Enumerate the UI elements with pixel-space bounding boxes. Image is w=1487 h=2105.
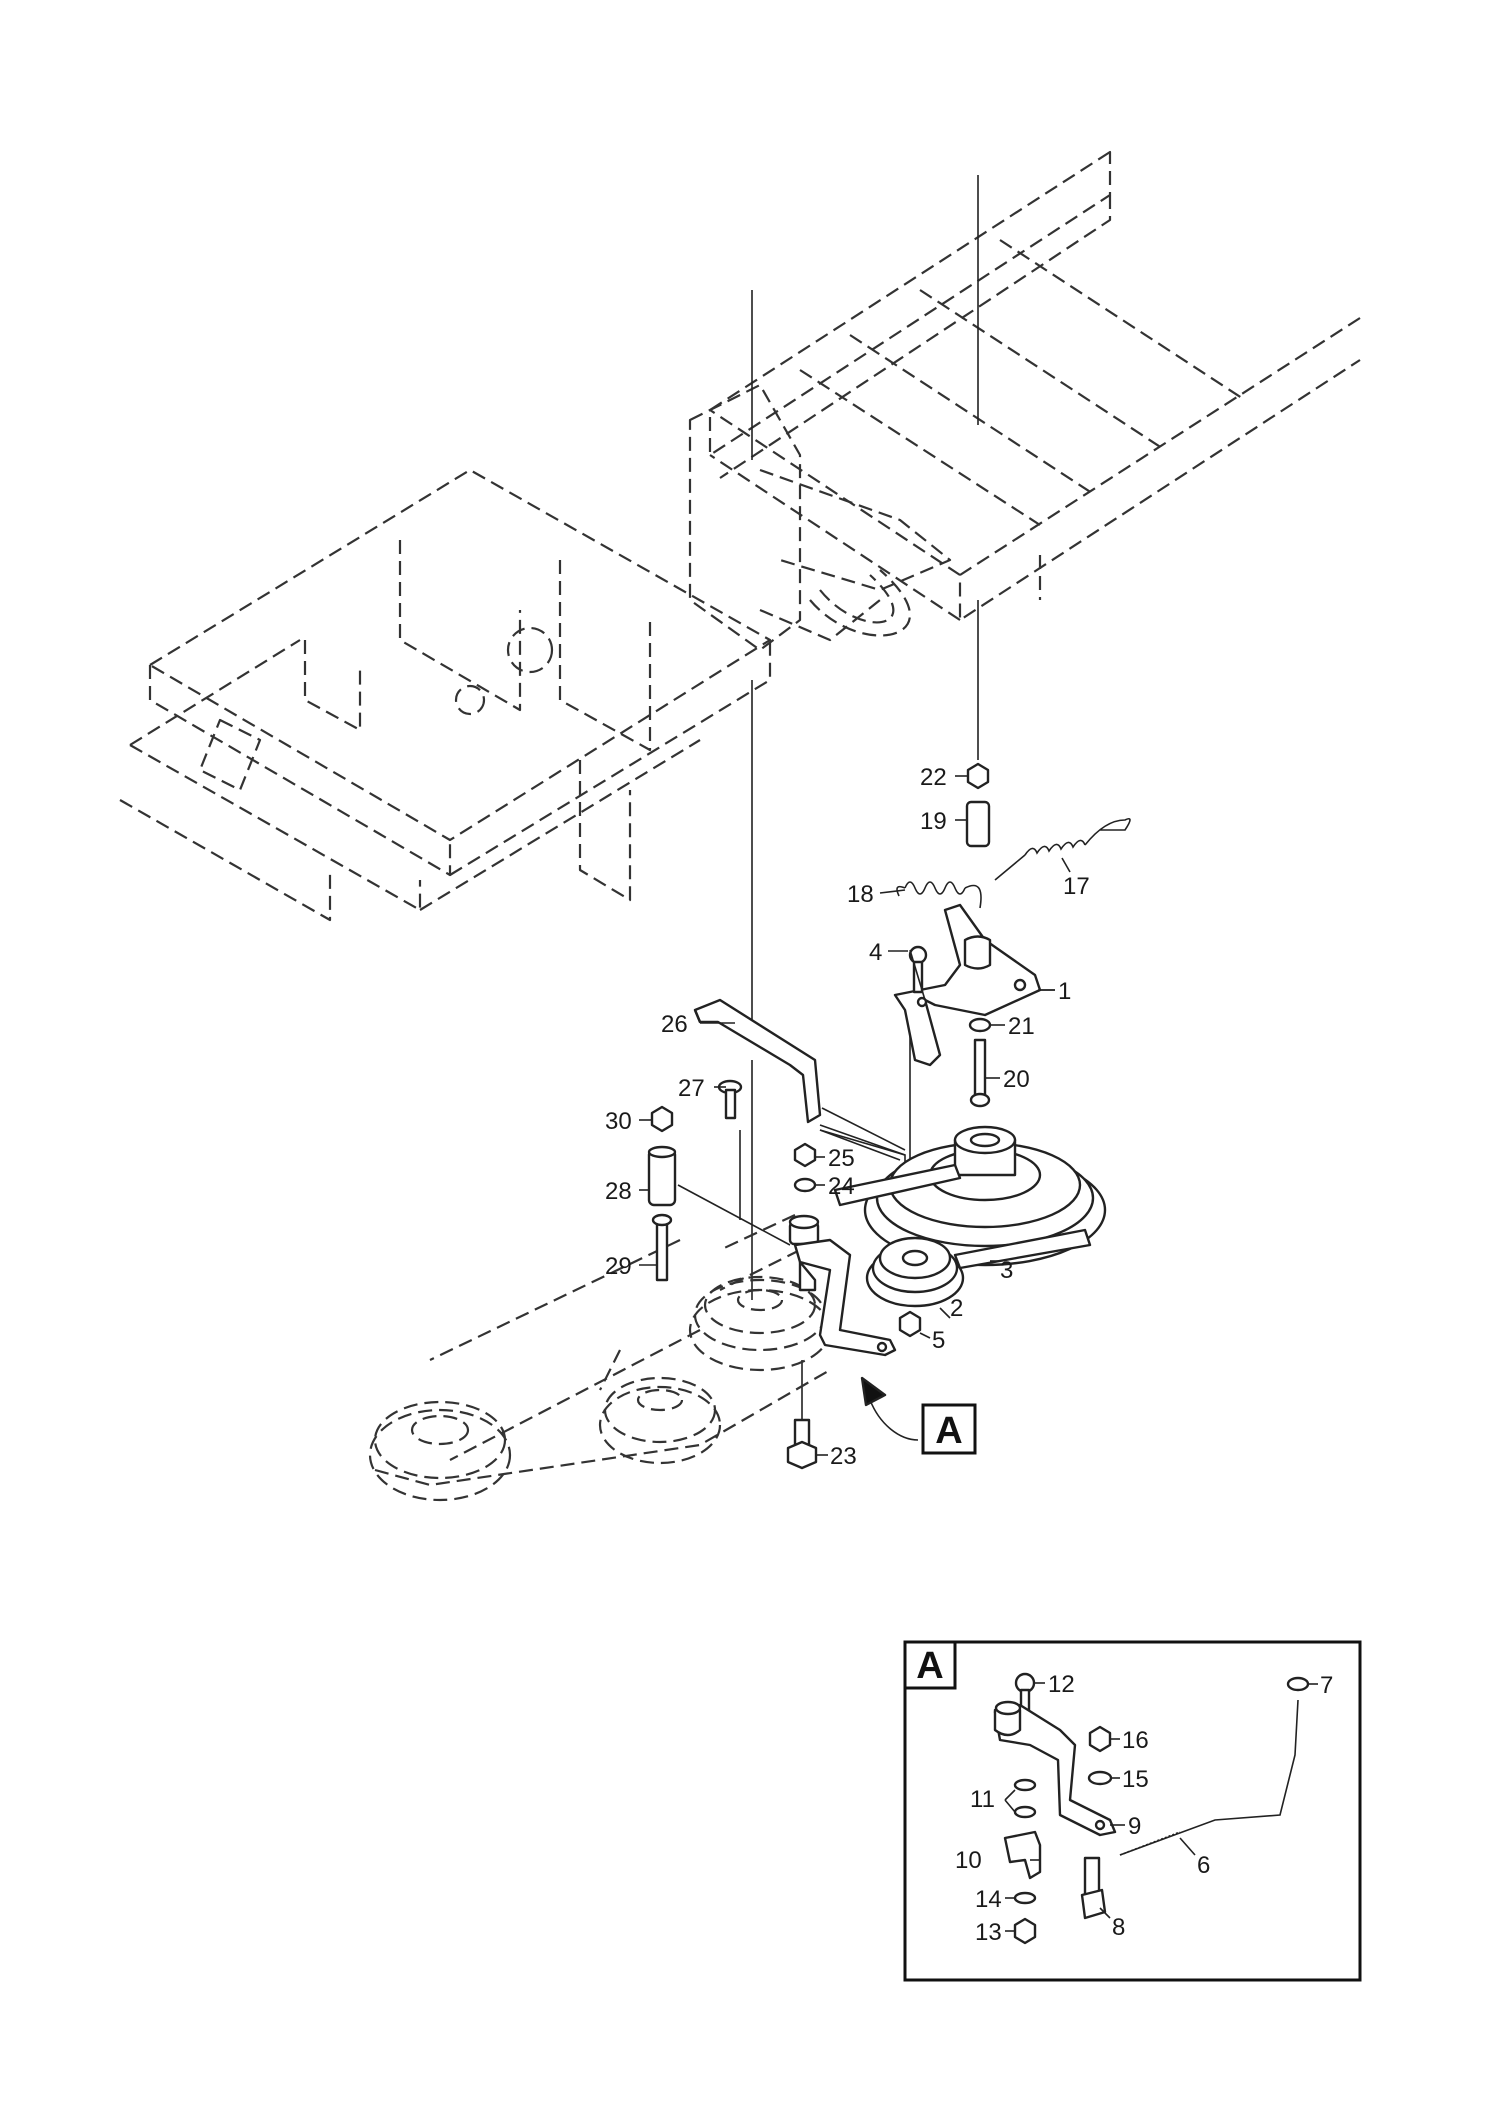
spacer-stack	[647, 1105, 677, 1282]
part-label-13: 13	[975, 1919, 1002, 1946]
idler-pulley	[865, 1236, 965, 1308]
idler-arm-assembly	[893, 762, 1131, 1108]
part-label-26: 26	[661, 1011, 688, 1038]
part-label-14: 14	[975, 1886, 1002, 1913]
part-label-23: 23	[830, 1443, 857, 1470]
part-label-30: 30	[605, 1108, 632, 1135]
detail-view-a: A	[903, 1640, 1362, 1982]
part-label-9: 9	[1128, 1813, 1141, 1840]
part-label-5: 5	[932, 1327, 945, 1354]
leader-lines	[677, 949, 1055, 1246]
alignment-lines	[739, 175, 979, 1420]
part-label-6: 6	[1197, 1852, 1210, 1879]
part-label-2: 2	[950, 1295, 963, 1322]
part-labels: 22 19 18 17 4 1 21 20 26 27 30 25 24 28 …	[605, 764, 1333, 1946]
part-label-24: 24	[828, 1173, 855, 1200]
part-label-19: 19	[920, 808, 947, 835]
part-label-17: 17	[1063, 873, 1090, 900]
part-label-29: 29	[605, 1253, 632, 1280]
tractor-frame	[119, 150, 1361, 922]
svg-text:A: A	[916, 1645, 943, 1687]
label-leaders	[639, 775, 1071, 1456]
nut-5	[898, 1310, 922, 1338]
part-label-21: 21	[1008, 1013, 1035, 1040]
part-label-4: 4	[869, 939, 882, 966]
part-label-22: 22	[920, 764, 947, 791]
part-label-11: 11	[970, 1786, 995, 1813]
svg-text:A: A	[935, 1410, 962, 1452]
part-label-25: 25	[828, 1145, 855, 1172]
clutch-arm	[788, 1142, 897, 1357]
bolt-23	[786, 1418, 818, 1470]
part-label-12: 12	[1048, 1671, 1075, 1698]
part-label-28: 28	[605, 1178, 632, 1205]
part-label-8: 8	[1112, 1914, 1125, 1941]
part-label-3: 3	[1000, 1257, 1013, 1284]
view-a-callout[interactable]: A	[921, 1403, 977, 1455]
part-label-16: 16	[1122, 1727, 1149, 1754]
part-label-7: 7	[1320, 1672, 1333, 1699]
part-label-15: 15	[1122, 1766, 1149, 1793]
detail-leader-lines	[1005, 1682, 1318, 1932]
part-label-20: 20	[1003, 1066, 1030, 1093]
part-label-18: 18	[847, 881, 874, 908]
part-label-27: 27	[678, 1075, 705, 1102]
part-label-1: 1	[1058, 978, 1071, 1005]
view-a-arrow	[860, 1376, 919, 1441]
bracket-26	[693, 998, 822, 1124]
part-label-10: 10	[955, 1847, 982, 1874]
